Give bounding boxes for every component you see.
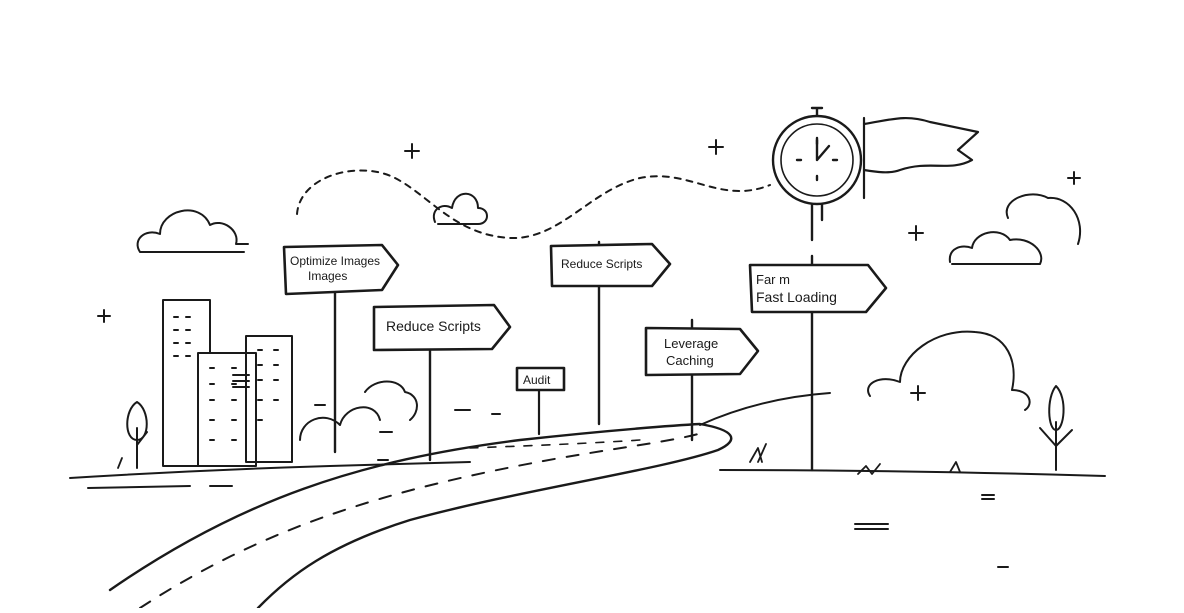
building-icon [162,299,293,467]
sign-reduce-scripts-right: Reduce Scripts [549,240,672,426]
bush-icon [299,380,418,461]
sign-leverage-line1: Leverage [664,336,718,351]
tree-icon [126,401,148,469]
finish-flag-icon [862,116,980,200]
sign-leverage-line2: Caching [666,353,714,368]
tree-icon [1039,385,1073,471]
sign-fast-line1: Far m [756,272,790,287]
sign-reduce-left-label: Reduce Scripts [386,318,481,334]
cloud-icon [432,192,488,225]
sparkle-icon [97,139,1081,401]
cloud-icon [867,330,1031,411]
grass-icon [117,443,961,475]
journey-path [296,169,771,240]
ground-line [69,392,1106,568]
sign-optimize-line1: Optimize Images [290,254,380,268]
sign-audit: Audit [515,366,566,436]
sign-audit-label: Audit [523,373,551,387]
cloud-icon [948,231,1043,265]
cloud-icon [136,209,249,253]
sign-fast-line2: Fast Loading [756,289,837,305]
sign-optimize-line2: Images [308,269,347,283]
sign-fast-loading: Far m Fast Loading [748,254,888,472]
cloud-icon [1005,193,1081,245]
sign-optimize-images: Optimize Images Images [282,243,400,454]
sign-reduce-scripts-left: Reduce Scripts [372,303,512,462]
sign-reduce-right-label: Reduce Scripts [561,257,642,271]
road [108,422,733,610]
sign-leverage-caching: Leverage Caching [644,318,760,442]
stopwatch-icon [771,106,863,242]
